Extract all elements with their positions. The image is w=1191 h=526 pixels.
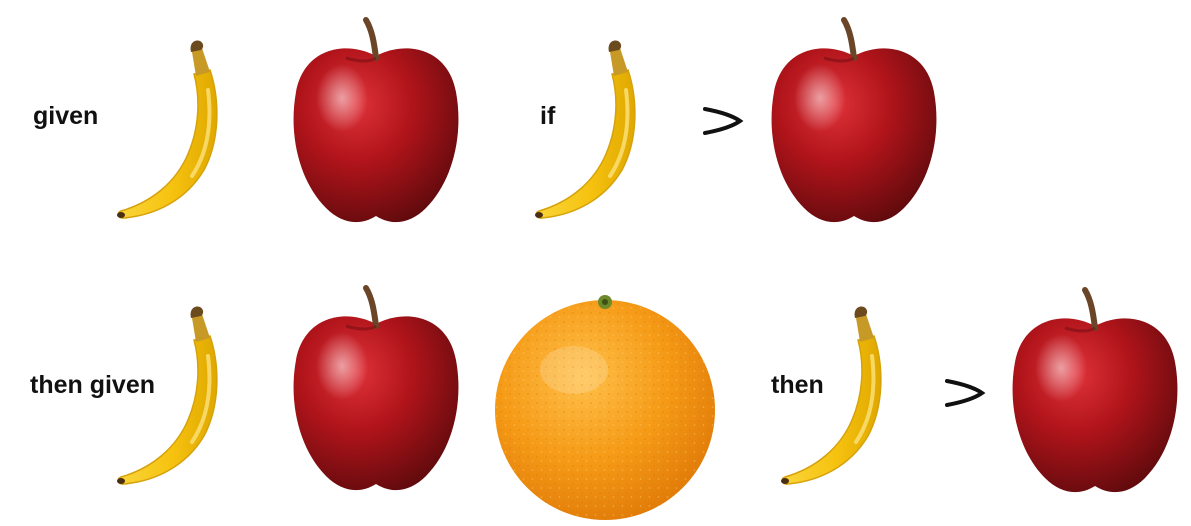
given-label: given: [33, 102, 99, 130]
orange-icon: [490, 292, 720, 522]
apple-icon: [1005, 282, 1185, 502]
banana-icon: [112, 30, 262, 230]
succeeds-relation: [945, 379, 986, 407]
then-given-label: then given: [30, 371, 156, 399]
apple-icon: [764, 12, 944, 232]
then-label: then: [771, 371, 824, 399]
succeeds-relation: [703, 107, 744, 135]
banana-icon: [112, 296, 262, 496]
if-label: if: [540, 102, 556, 130]
apple-icon: [286, 280, 466, 500]
banana-icon: [776, 296, 926, 496]
banana-icon: [530, 30, 680, 230]
apple-icon: [286, 12, 466, 232]
